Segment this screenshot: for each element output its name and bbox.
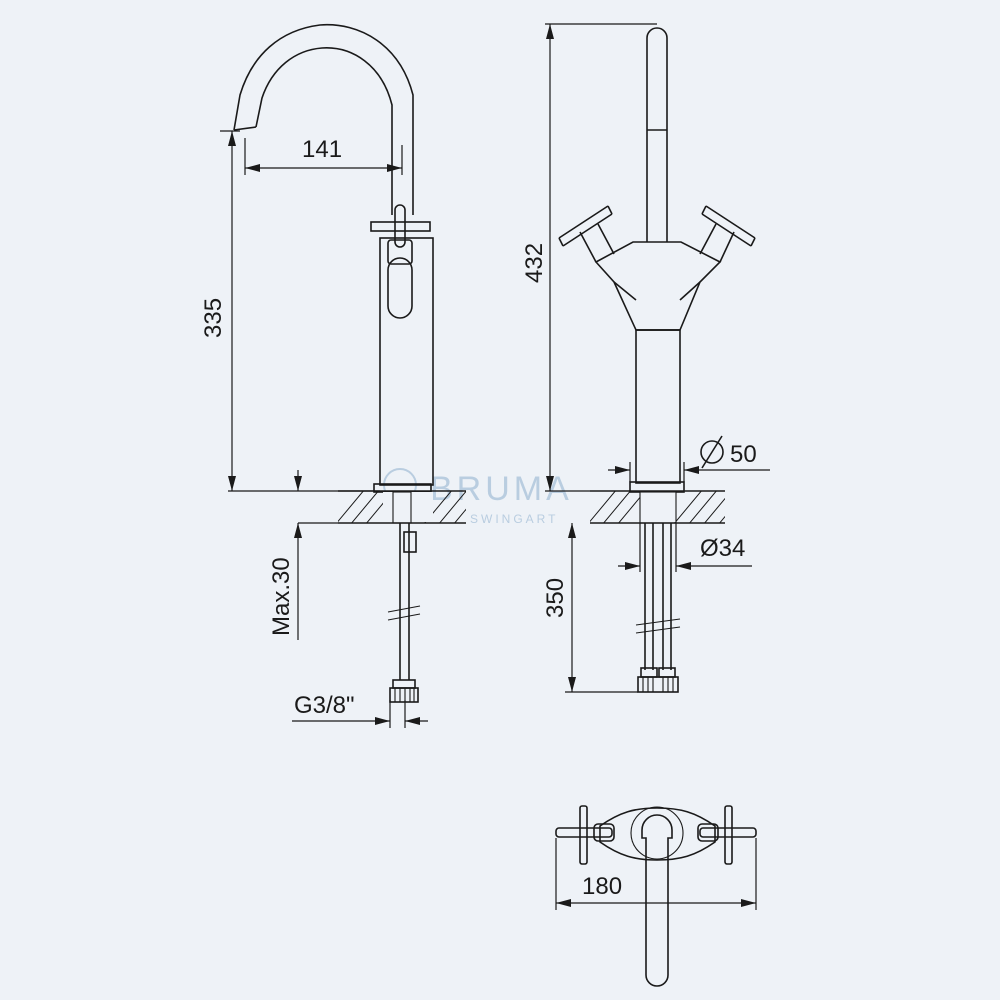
spout-outlet <box>233 126 257 131</box>
dim-spout-height-label: 335 <box>200 298 227 338</box>
side-body <box>379 237 434 486</box>
front-spout <box>646 27 668 242</box>
dim-shank-diameter-label: Ø34 <box>700 535 745 562</box>
dim-body-diameter: 50 <box>608 435 770 482</box>
valve-cylinder <box>387 239 413 319</box>
dim-hose-length-label: 350 <box>542 578 569 618</box>
dim-shank-diameter: Ø34 <box>618 523 752 572</box>
dim-thread: G3/8" <box>292 692 428 728</box>
watermark-brand: BRUMA <box>430 470 573 508</box>
dim-hose-length: 350 <box>542 523 638 693</box>
dim-spout-reach: 141 <box>244 136 403 175</box>
front-right-handle <box>699 205 756 263</box>
top-spout <box>641 814 673 987</box>
side-view: 141 335 Max.30 G3/8" <box>200 23 466 728</box>
side-cross-handle <box>370 204 431 248</box>
top-left-handle <box>555 805 615 865</box>
spout-outer <box>233 23 414 215</box>
watermark: BRUMA SWINGART <box>383 468 573 526</box>
front-left-handle <box>558 205 615 263</box>
front-y-body <box>594 241 722 331</box>
dim-max-counter: Max.30 <box>268 470 338 640</box>
front-supply-hoses <box>635 523 681 693</box>
dim-spout-height: 335 <box>200 130 380 492</box>
front-counter-section <box>590 490 725 524</box>
watermark-tagline: SWINGART <box>470 512 558 526</box>
top-right-handle <box>697 805 757 865</box>
spout-inner <box>255 47 393 215</box>
top-base-plate <box>599 807 716 861</box>
diameter-icon <box>700 435 724 469</box>
dim-max-counter-label: Max.30 <box>268 557 295 636</box>
side-supply-hose <box>387 523 421 703</box>
front-view: 432 50 Ø34 <box>521 23 770 693</box>
top-view: 180 <box>555 805 757 987</box>
dim-handle-span: 180 <box>555 838 757 910</box>
dim-spout-reach-label: 141 <box>302 136 342 163</box>
front-body <box>635 329 681 484</box>
dim-body-diameter-label: 50 <box>730 441 757 468</box>
dim-total-height-label: 432 <box>521 243 548 283</box>
dim-handle-span-label: 180 <box>582 873 622 900</box>
dim-thread-label: G3/8" <box>294 692 355 719</box>
dim-total-height: 432 <box>521 23 657 492</box>
